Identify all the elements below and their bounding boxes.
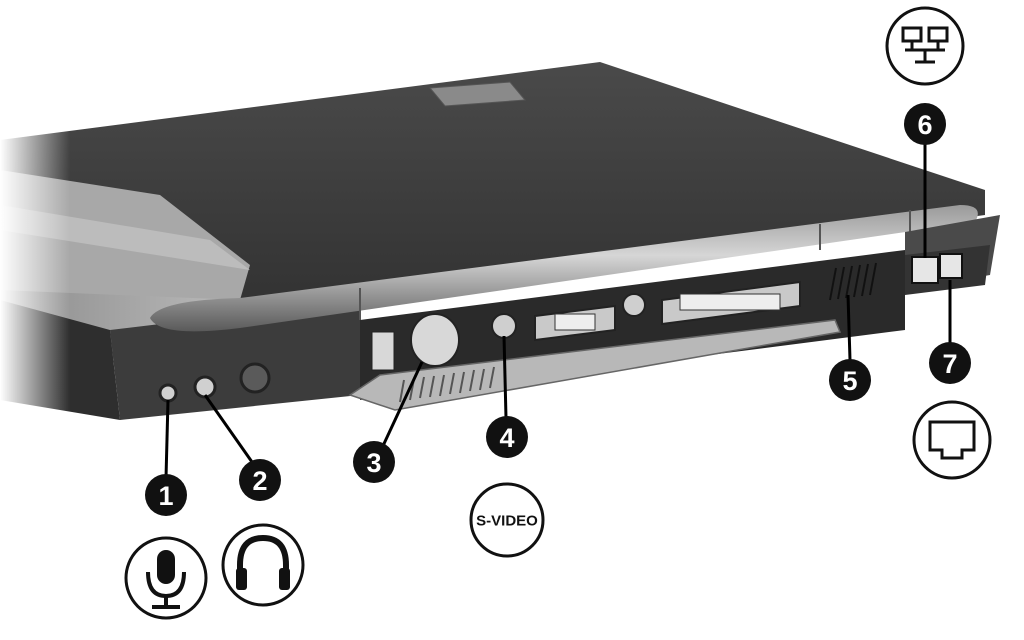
callout-6: 6 — [904, 103, 946, 145]
callout-number: 6 — [917, 110, 932, 140]
callout-7: 7 — [929, 342, 971, 384]
callout-number: 2 — [252, 466, 267, 496]
callout-2: 2 — [239, 459, 281, 501]
leader-line-5 — [846, 294, 852, 361]
leader-lines — [164, 142, 952, 479]
s-video-label: S-VIDEO — [476, 513, 538, 530]
s-video-icon: S-VIDEO — [469, 482, 545, 558]
callout-number: 5 — [842, 366, 857, 396]
headphones-icon — [221, 523, 305, 607]
callout-5: 5 — [829, 359, 871, 401]
leader-line-2 — [203, 394, 254, 463]
callout-number: 4 — [499, 423, 514, 453]
callout-number: 1 — [158, 481, 173, 511]
leader-line-4 — [502, 335, 508, 419]
leader-line-3 — [380, 361, 424, 449]
microphone-icon — [124, 536, 208, 620]
callout-4: 4 — [486, 416, 528, 458]
laptop-illustration — [0, 62, 1000, 440]
callout-number: 3 — [366, 448, 381, 478]
callout-1: 1 — [145, 474, 187, 516]
modem-icon — [912, 400, 992, 480]
callout-number: 7 — [942, 349, 957, 379]
leader-line-1 — [164, 399, 170, 479]
callout-3: 3 — [353, 441, 395, 483]
network-icon — [885, 6, 965, 86]
